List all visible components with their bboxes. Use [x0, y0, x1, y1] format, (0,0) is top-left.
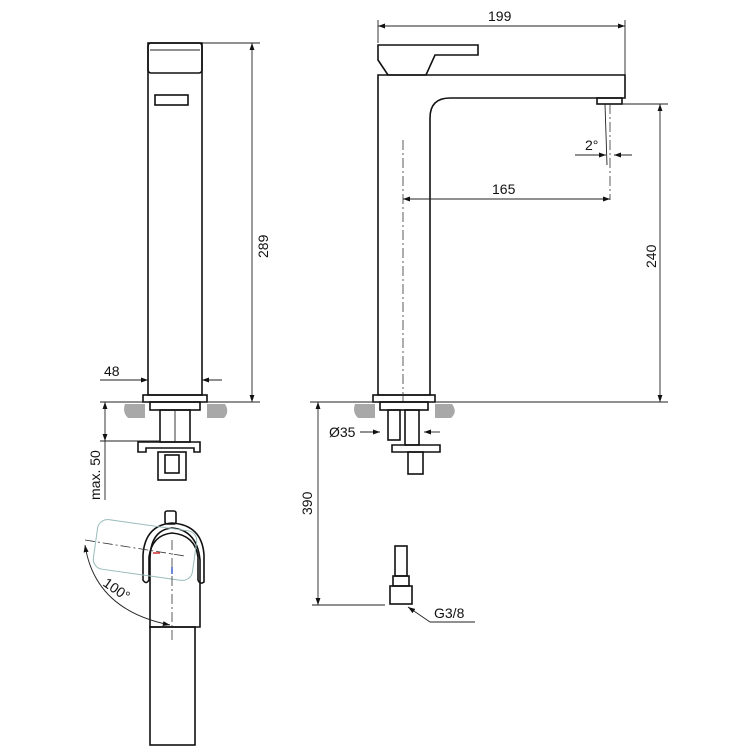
profile-view: 199 2° 165 240 Ø35 390 G3/8: [299, 8, 668, 623]
dim-spout-reach: 165: [492, 181, 516, 197]
dim-hose-length: 390: [299, 491, 315, 515]
plan-view: 100°: [83, 510, 205, 746]
front-view: 289 48 max. 50: [87, 42, 271, 500]
dim-body-width: 48: [104, 363, 120, 379]
dim-max-deck-thickness: max. 50: [87, 450, 103, 500]
dim-hole-diameter: Ø35: [329, 424, 356, 440]
dim-spout-height: 240: [643, 244, 659, 268]
dim-connection-thread: G3/8: [434, 605, 465, 621]
dim-spout-angle: 2°: [585, 137, 598, 153]
dim-overall-height: 289: [255, 234, 271, 258]
dim-lever-rotation: 100°: [100, 574, 133, 604]
hose-connector: [389, 545, 413, 605]
dim-overall-length: 199: [488, 8, 512, 24]
